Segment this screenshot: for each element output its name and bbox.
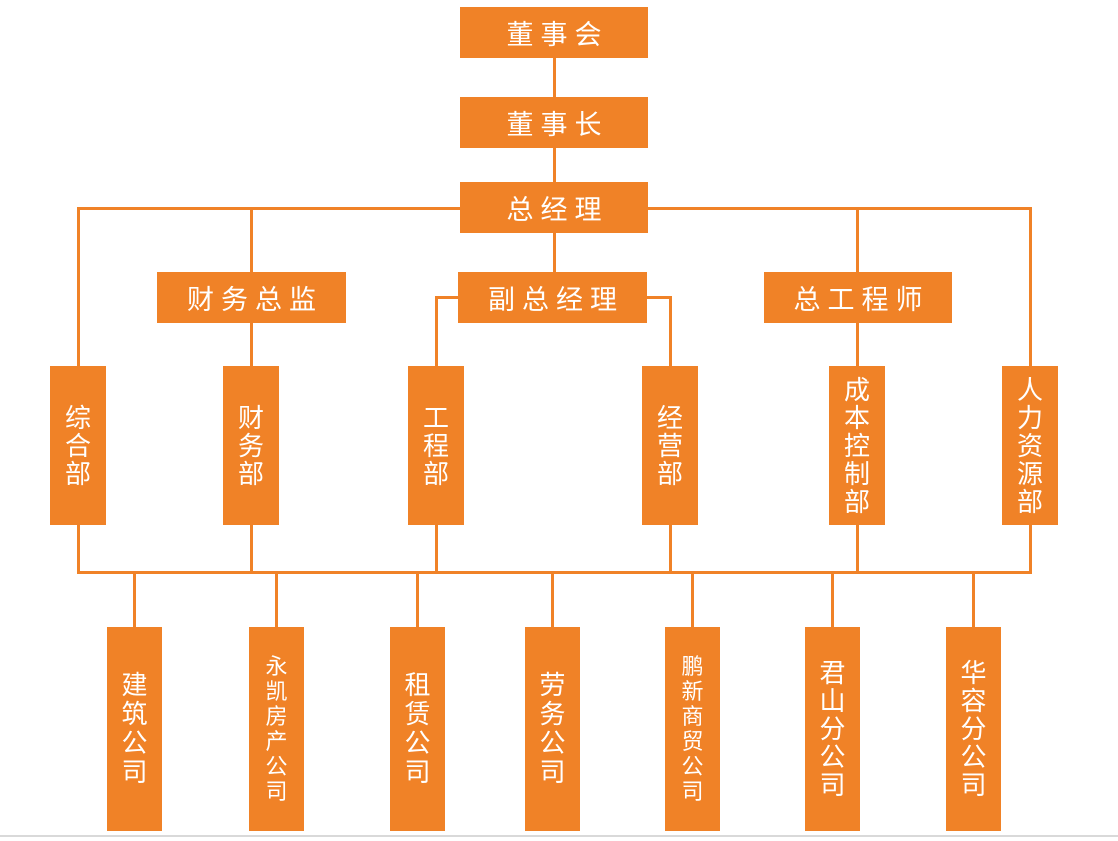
org-node-cost-control-dept: 成本控制部: [829, 366, 885, 525]
connector-line: [552, 233, 556, 272]
connector-line: [668, 525, 672, 573]
connector-line: [552, 58, 556, 97]
org-node-construction-company: 建筑公司: [107, 627, 162, 831]
connector-line: [434, 297, 438, 366]
connector-line: [76, 208, 80, 366]
connector-line: [971, 572, 975, 627]
connector-line: [855, 525, 859, 573]
org-node-chairman: 董事长: [460, 97, 648, 148]
connector-line: [1028, 525, 1032, 573]
org-node-general-manager: 总经理: [460, 182, 648, 233]
connector-line: [415, 572, 419, 627]
org-node-chief-engineer: 总工程师: [764, 272, 952, 323]
org-node-cfo: 财务总监: [157, 272, 346, 323]
connector-line: [249, 525, 253, 573]
org-node-labor-company: 劳务公司: [525, 627, 580, 831]
org-node-leasing-company: 租赁公司: [390, 627, 445, 831]
connector-line: [434, 295, 460, 299]
org-node-engineering-dept: 工程部: [408, 366, 464, 525]
connector-line: [132, 572, 136, 627]
org-node-general-affairs-dept: 综合部: [50, 366, 106, 525]
connector-line: [690, 572, 694, 627]
connector-line: [550, 572, 554, 627]
connector-line: [76, 525, 80, 573]
org-node-finance-dept: 财务部: [223, 366, 279, 525]
connector-line: [274, 572, 278, 627]
connector-line: [434, 525, 438, 573]
org-node-hr-dept: 人力资源部: [1002, 366, 1058, 525]
connector-line: [645, 295, 672, 299]
connector-line: [552, 148, 556, 182]
org-node-junshan-branch-company: 君山分公司: [805, 627, 860, 831]
connector-line: [1028, 208, 1032, 366]
org-node-deputy-general-manager: 副总经理: [458, 272, 647, 323]
org-node-pengxin-trading-company: 鹏新商贸公司: [665, 627, 720, 831]
org-node-yongkai-realestate-company: 永凯房产公司: [249, 627, 304, 831]
org-node-board: 董事会: [460, 7, 648, 58]
connector-line: [668, 297, 672, 366]
connector-line: [830, 572, 834, 627]
connector-line: [76, 570, 1032, 574]
org-node-huarong-branch-company: 华容分公司: [946, 627, 1001, 831]
org-node-operations-dept: 经营部: [642, 366, 698, 525]
bottom-border-line: [0, 835, 1118, 837]
